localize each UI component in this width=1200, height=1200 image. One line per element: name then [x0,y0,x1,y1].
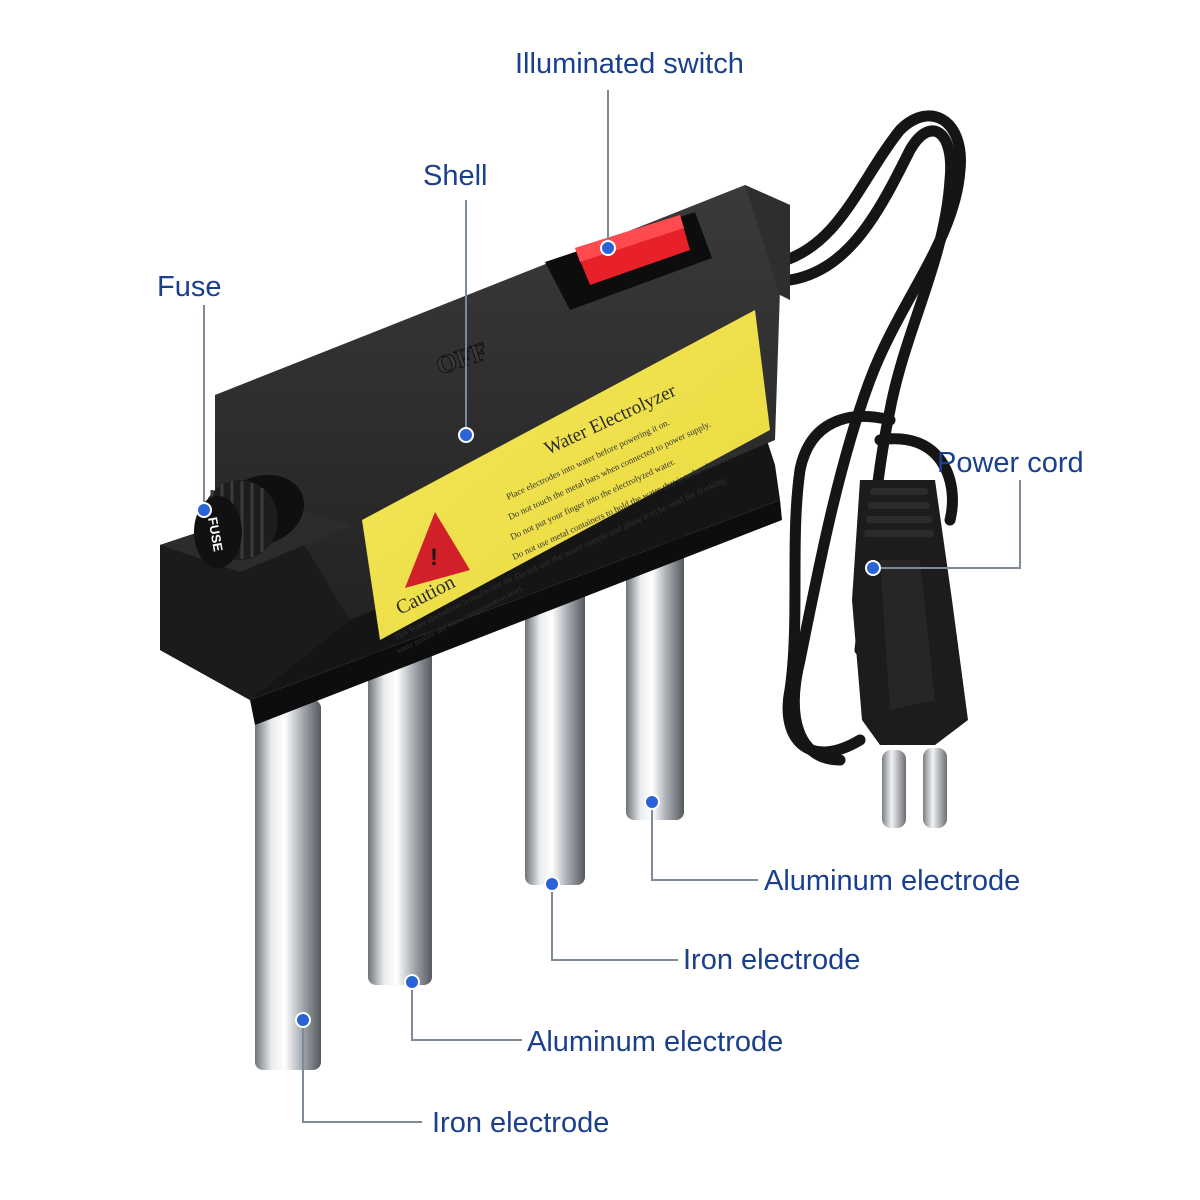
callout-aluminum-electrode-left: Aluminum electrode [527,1026,784,1058]
leader-power-cord [873,480,1021,569]
callout-dots [196,240,881,1028]
electrode-rod-1 [255,700,321,1070]
dot-aluminum-electrode-left [404,974,420,990]
dot-aluminum-electrode-right [644,794,660,810]
leader-aluminum-electrode-right [651,802,758,881]
callout-iron-electrode-left: Iron electrode [432,1107,610,1139]
electrode-rod-2 [368,650,432,985]
leader-aluminum-electrode-left [411,982,522,1041]
callout-aluminum-electrode-right: Aluminum electrode [764,865,1021,897]
callout-fuse: Fuse [157,271,222,303]
dot-iron-electrode-left [295,1012,311,1028]
callout-illuminated-switch: Illuminated switch [515,48,744,80]
plug-pin-right [923,748,947,828]
dot-iron-electrode-middle [544,876,560,892]
callout-iron-electrode-middle: Iron electrode [683,944,861,976]
plug-pin-left [882,750,906,828]
electrode-rod-4 [626,515,684,820]
svg-text:!: ! [430,544,438,571]
fuse-cap[interactable]: FUSE [194,463,314,568]
dot-fuse [196,502,212,518]
fuse-cap-text: FUSE [205,516,226,553]
leader-iron-electrode-left [302,1020,422,1123]
leader-iron-electrode-middle [551,884,678,961]
callout-shell: Shell [423,160,488,192]
electrode-rod-3 [525,580,585,885]
dot-power-cord [865,560,881,576]
leader-lines [203,90,1021,1123]
dot-shell [458,427,474,443]
dot-illuminated-switch [600,240,616,256]
callout-power-cord: Power cord [937,447,1084,479]
plug [852,480,968,828]
